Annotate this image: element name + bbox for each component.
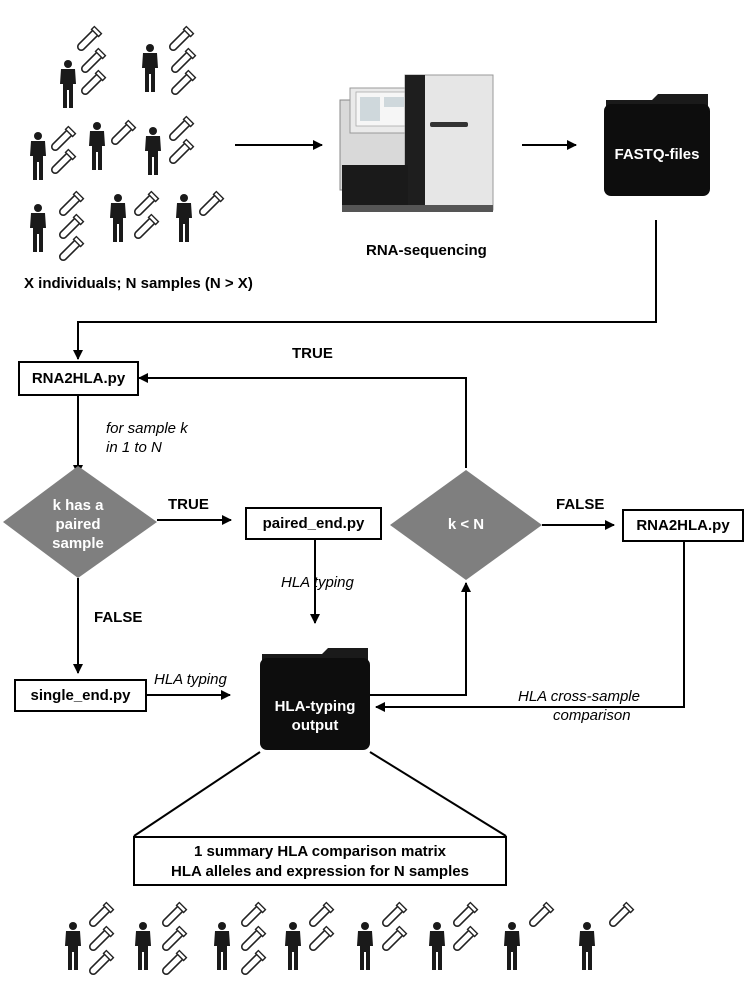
paired-decision-line3: sample (52, 534, 104, 552)
summary-line2: HLA alleles and expression for N samples (171, 862, 469, 880)
cross-sample-label-line2: comparison (553, 707, 631, 724)
rna2hla-final-box: RNA2HLA.py (622, 509, 744, 542)
false-k-label: FALSE (556, 496, 605, 513)
summary-line1: 1 summary HLA comparison matrix (193, 843, 447, 860)
false-paired-label: FALSE (94, 609, 143, 626)
arrow-k-true-loop (138, 373, 467, 468)
hla-typing-paired-label: HLA typing (281, 574, 354, 591)
paired-decision-line1: k has a (52, 497, 104, 514)
samples-illustration (65, 901, 635, 978)
sequencer-machine-illustration (339, 74, 494, 212)
output-line1: HLA-typing (274, 698, 356, 715)
true-loop-label: TRUE (292, 345, 333, 362)
paired-decision-line2: paired (55, 515, 101, 533)
funnel-line-left (133, 751, 261, 837)
individuals-illustration (30, 25, 225, 264)
hla-typing-output-label: HLA-typing output (260, 698, 370, 736)
for-sample-label-line1: for sample k (106, 420, 188, 437)
k-less-than-n-decision (390, 470, 542, 580)
output-line2: output (291, 716, 339, 734)
cross-sample-label-line1: HLA cross-sample (518, 688, 640, 705)
arrow-cross-sample-to-output (375, 542, 685, 712)
paired-end-box: paired_end.py (245, 507, 382, 540)
hla-typing-single-label: HLA typing (154, 671, 227, 688)
hla-typing-output-folder-icon (260, 648, 370, 750)
arrow-output-to-k-decision (370, 582, 471, 696)
true-paired-label: TRUE (168, 496, 209, 513)
single-end-box: single_end.py (14, 679, 147, 712)
paired-sample-decision (3, 466, 157, 578)
rna2hla-start-box: RNA2HLA.py (18, 361, 139, 396)
sequencing-caption: RNA-sequencing (366, 242, 487, 259)
summary-box: 1 summary HLA comparison matrix HLA alle… (133, 836, 507, 886)
fastq-folder-icon (604, 94, 710, 196)
individuals-caption: X individuals; N samples (N > X) (24, 275, 253, 292)
funnel-line-right (369, 751, 507, 837)
paired-decision-label: k has a paired sample (30, 497, 126, 553)
k-less-n-label: k < N (447, 516, 485, 533)
for-sample-label-line2: in 1 to N (106, 439, 162, 456)
arrow-fastq-to-rna2hla (73, 220, 657, 360)
fastq-label: FASTQ-files (614, 146, 700, 163)
